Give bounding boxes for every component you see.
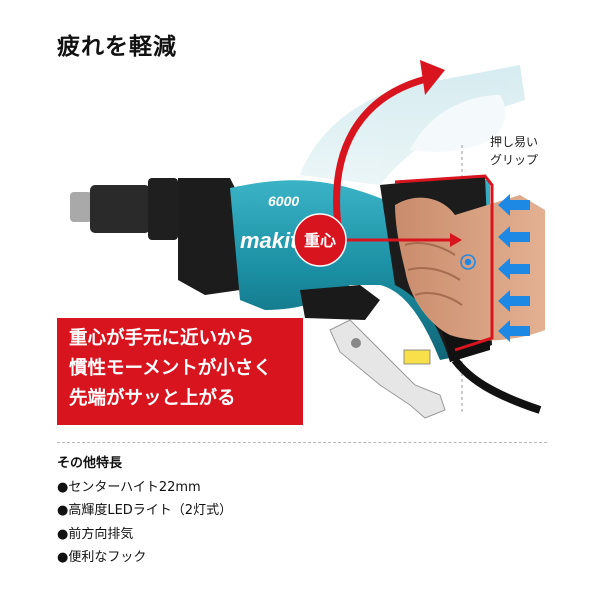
features-list: その他特長 ●センターハイト22mm ●高輝度LEDライト（2灯式） ●前方向排… (57, 452, 232, 570)
center-of-gravity-marker: 重心 (293, 213, 347, 267)
swing-arrow-icon (333, 60, 445, 241)
claim-line: 重心が手元に近いから (69, 328, 255, 349)
grip-label-line1: 押し易い (489, 135, 538, 149)
speed-badge: 6000 (268, 193, 299, 209)
feature-item: ●前方向排気 (57, 526, 134, 542)
cog-distance-arrow (345, 233, 462, 247)
feature-item: ●高輝度LEDライト（2灯式） (57, 503, 233, 518)
push-arrow-icon (498, 226, 530, 248)
push-arrow-icon (498, 194, 530, 216)
center-of-gravity-label: 重心 (304, 231, 336, 250)
page-title: 疲れを軽減 (57, 34, 177, 60)
claim-box: 重心が手元に近いから 慣性モーメントが小さく 先端がサッと上がる (57, 318, 303, 425)
grip-label-line2: グリップ (489, 153, 538, 167)
push-arrow-icon (498, 258, 530, 280)
grip-label: 押し易い グリップ (474, 133, 554, 169)
push-arrow-icon (498, 320, 530, 342)
section-divider (57, 442, 547, 443)
features-title: その他特長 (57, 456, 123, 471)
feature-item: ●便利なフック (57, 550, 147, 565)
target-icon (460, 254, 476, 270)
claim-line: 慣性モーメントが小さく (69, 358, 272, 379)
grip-outline (394, 174, 494, 352)
raised-tool-ghost (300, 65, 525, 185)
claim-line: 先端がサッと上がる (69, 388, 236, 409)
push-arrows (498, 194, 530, 342)
feature-item: ●センターハイト22mm (57, 479, 201, 495)
push-arrow-icon (498, 290, 530, 312)
